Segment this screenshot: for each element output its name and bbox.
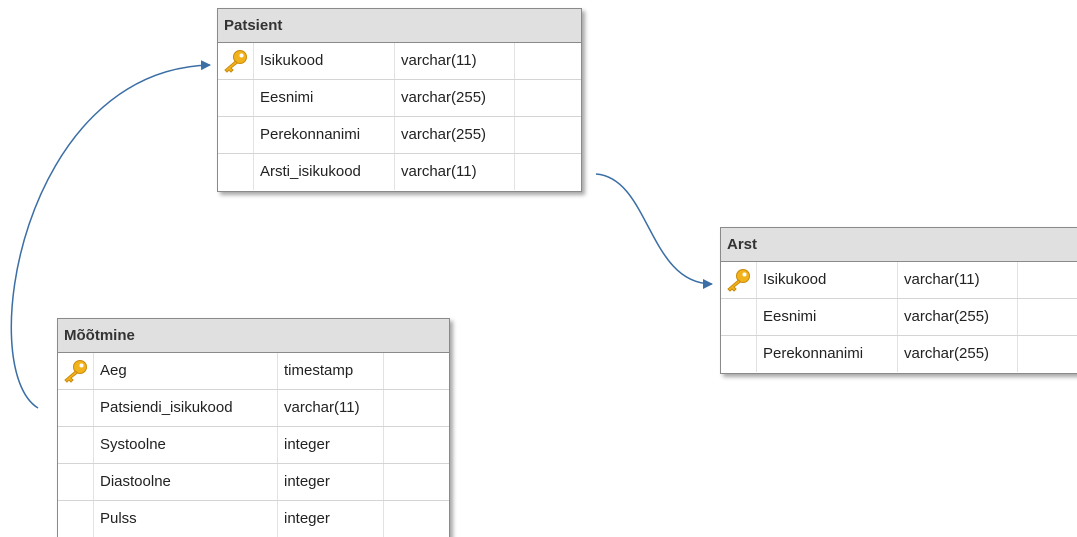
table-title: Arst [721,228,1077,262]
column-type: varchar(255) [395,80,515,116]
connector-patsient-to-arst [595,173,713,289]
key-cell [721,336,757,372]
primary-key-icon [64,360,87,383]
table-title: Mõõtmine [58,319,449,353]
column-type: integer [278,427,384,463]
column-type: varchar(255) [395,117,515,153]
table-row[interactable]: Systoolne integer [58,427,449,464]
column-name: Pulss [94,501,278,537]
table-row[interactable]: Arsti_isikukood varchar(11) [218,154,581,191]
table-row[interactable]: Pulss integer [58,501,449,537]
key-cell [218,117,254,153]
column-name: Diastoolne [94,464,278,500]
primary-key-icon [224,50,247,73]
key-cell [58,464,94,500]
column-type: integer [278,501,384,537]
key-cell [218,43,254,79]
column-name: Isikukood [254,43,395,79]
column-name: Arsti_isikukood [254,154,395,190]
primary-key-icon [727,269,750,292]
column-name: Isikukood [757,262,898,298]
column-type: timestamp [278,353,384,389]
key-cell [721,262,757,298]
table-patsient[interactable]: Patsient Isikukood varchar(11) Eesnimi v… [217,8,582,192]
column-name: Patsiendi_isikukood [94,390,278,426]
column-type: varchar(11) [395,154,515,190]
column-type: integer [278,464,384,500]
table-row[interactable]: Isikukood varchar(11) [721,262,1077,299]
column-type: varchar(11) [278,390,384,426]
table-row[interactable]: Eesnimi varchar(255) [721,299,1077,336]
key-cell [721,299,757,335]
key-cell [58,353,94,389]
table-arst[interactable]: Arst Isikukood varchar(11) Eesnimi varch… [720,227,1077,374]
column-name: Perekonnanimi [757,336,898,372]
table-mootmine[interactable]: Mõõtmine Aeg timestamp Patsiendi_isikuko… [57,318,450,537]
key-cell [58,427,94,463]
column-name: Eesnimi [757,299,898,335]
column-type: varchar(11) [898,262,1018,298]
key-cell [218,154,254,190]
table-row[interactable]: Isikukood varchar(11) [218,43,581,80]
key-cell [58,501,94,537]
column-type: varchar(11) [395,43,515,79]
table-row[interactable]: Eesnimi varchar(255) [218,80,581,117]
column-name: Systoolne [94,427,278,463]
table-row[interactable]: Patsiendi_isikukood varchar(11) [58,390,449,427]
column-name: Perekonnanimi [254,117,395,153]
table-row[interactable]: Perekonnanimi varchar(255) [721,336,1077,373]
column-name: Aeg [94,353,278,389]
column-type: varchar(255) [898,336,1018,372]
key-cell [58,390,94,426]
table-row[interactable]: Perekonnanimi varchar(255) [218,117,581,154]
key-cell [218,80,254,116]
table-title: Patsient [218,9,581,43]
table-row[interactable]: Diastoolne integer [58,464,449,501]
table-row[interactable]: Aeg timestamp [58,353,449,390]
column-type: varchar(255) [898,299,1018,335]
column-name: Eesnimi [254,80,395,116]
